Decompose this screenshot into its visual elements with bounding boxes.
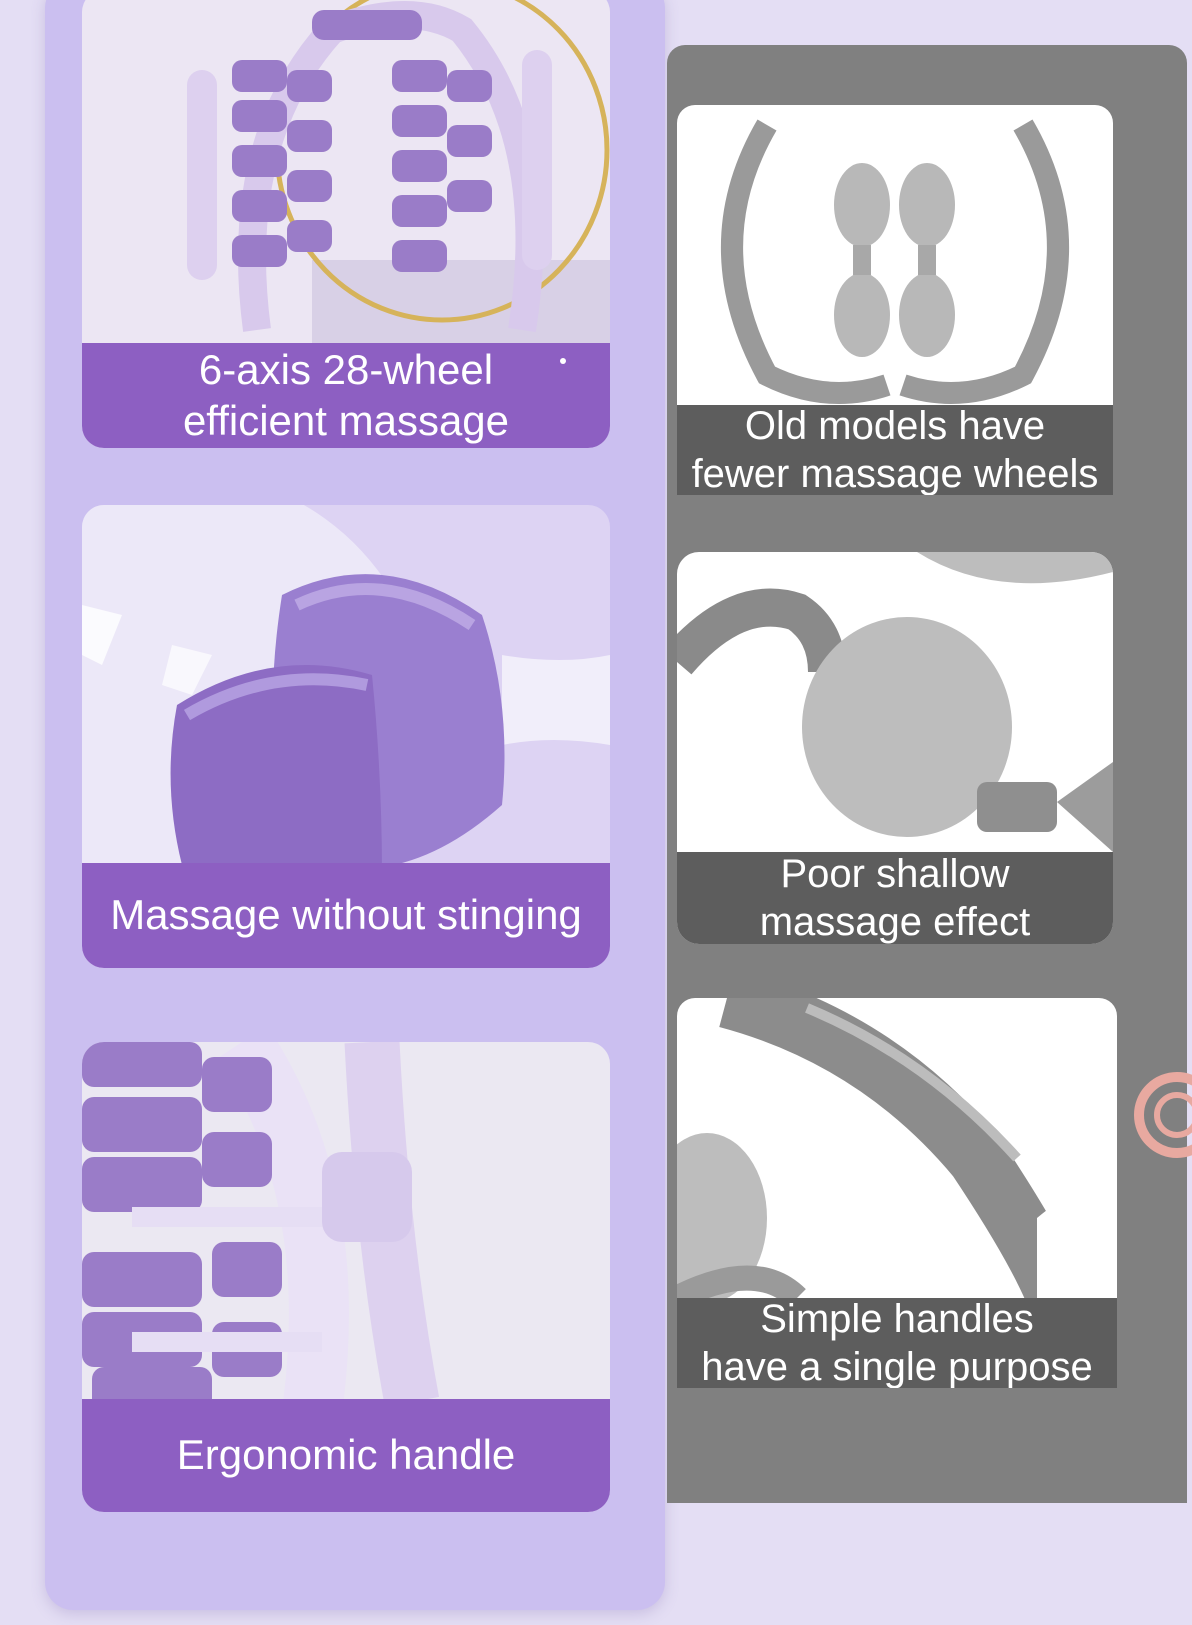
caption-bar: Old models have fewer massage wheels	[677, 404, 1113, 495]
old-model-card-wheels: Old models have fewer massage wheels	[677, 105, 1113, 495]
caption-line: massage effect	[759, 900, 1031, 944]
product-card-wheel-closeup: Massage without stinging	[82, 505, 610, 968]
caption-line: efficient massage	[182, 396, 510, 444]
caption-bar: 6-axis 28-wheel efficient massage	[82, 343, 610, 448]
product-card-handle: Ergonomic handle	[82, 1042, 610, 1512]
caption-bar: Simple handles have a single purpose	[677, 1297, 1117, 1388]
caption-line: Old models have	[744, 404, 1046, 448]
caption-line: Simple handles	[760, 1297, 1034, 1341]
caption-line: fewer massage wheels	[691, 452, 1099, 495]
caption-line: Massage without stinging	[110, 891, 582, 939]
product-card-wheels: 6-axis 28-wheel efficient massage	[82, 0, 610, 448]
caption-bar: Ergonomic handle	[82, 1399, 610, 1512]
caption-bar: Massage without stinging	[82, 863, 610, 968]
caption-line: have a single purpose	[701, 1345, 1093, 1388]
old-model-card-shallow: Poor shallow massage effect	[677, 552, 1113, 944]
caption-line: Ergonomic handle	[176, 1431, 516, 1479]
circle-watermark-icon	[1134, 1072, 1192, 1158]
old-model-card-handles: Simple handles have a single purpose	[677, 998, 1117, 1388]
caption-line: Poor shallow	[780, 852, 1010, 896]
caption-bar: Poor shallow massage effect	[677, 852, 1113, 944]
caption-line: 6-axis 28-wheel	[198, 346, 494, 394]
decorative-dot	[560, 358, 566, 364]
